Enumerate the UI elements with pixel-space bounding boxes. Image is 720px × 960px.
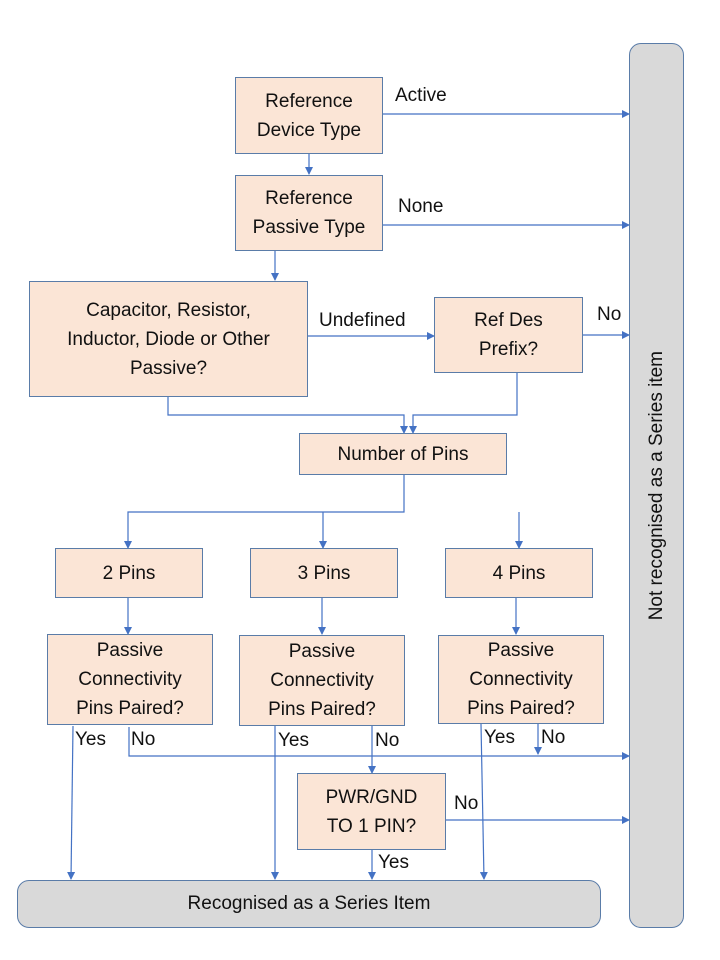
paired-box-4: Passive Connectivity Pins Paired? [438,635,604,724]
passive-type-box: Reference Passive Type [235,175,383,251]
arrow-2-yes [67,725,76,880]
arrow-2pins-no [128,727,630,760]
paired-box-3: Passive Connectivity Pins Paired? [239,635,405,726]
label-undefined: Undefined [319,310,406,331]
label-4-no: No [541,727,566,748]
not-recognised-label: Not recognised as a Series item [645,350,667,621]
pwr-gnd-box: PWR/GND TO 1 PIN? [297,773,446,850]
recognised-terminal: Recognised as a Series Item [17,880,601,928]
label-3-yes: Yes [278,730,309,751]
label-pwr-no: No [454,793,479,814]
arrow-4-yes [479,723,488,880]
label-2-no: No [131,729,156,750]
label-3-no: No [375,730,400,751]
three-pins-box: 3 Pins [250,548,398,598]
label-none: None [398,196,444,217]
four-pins-box: 4 Pins [445,548,593,598]
device-type-box: Reference Device Type [235,77,383,154]
label-pwr-yes: Yes [378,852,409,873]
two-pins-box: 2 Pins [55,548,203,598]
not-recognised-terminal: Not recognised as a Series item [629,43,684,928]
label-active: Active [395,85,447,106]
number-of-pins-box: Number of Pins [299,433,507,475]
paired-box-2: Passive Connectivity Pins Paired? [47,634,213,725]
label-refdes-no: No [597,304,622,325]
component-class-box: Capacitor, Resistor, Inductor, Diode or … [29,281,308,397]
ref-des-box: Ref Des Prefix? [434,297,583,373]
label-2-yes: Yes [75,729,106,750]
arrow-class-to-pins [167,397,408,434]
arrow-refdes-to-pins [409,373,518,434]
arrow-pins-split [124,475,405,549]
recognised-label: Recognised as a Series Item [187,893,431,914]
label-4-yes: Yes [484,727,515,748]
